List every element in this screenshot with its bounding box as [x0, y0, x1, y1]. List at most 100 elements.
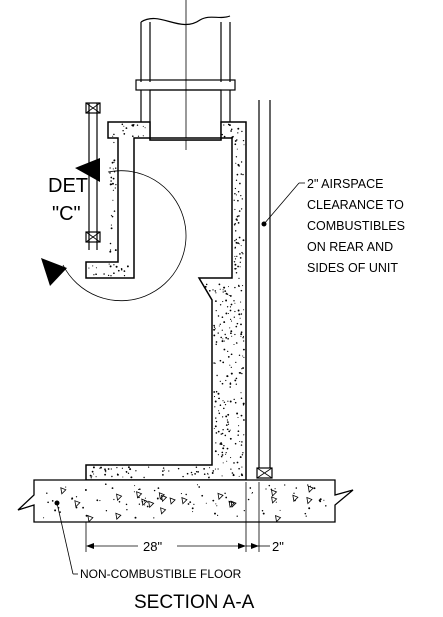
- concrete-speck: [233, 462, 235, 464]
- concrete-speck: [215, 310, 217, 312]
- slab-speck: [201, 494, 204, 497]
- concrete-speck: [240, 335, 242, 337]
- slab-speck: [65, 486, 67, 488]
- concrete-speck: [240, 414, 243, 417]
- concrete-speck: [235, 194, 237, 196]
- concrete-speck: [123, 274, 126, 277]
- slab-speck: [138, 488, 140, 490]
- concrete-speck: [237, 242, 240, 245]
- concrete-speck: [112, 183, 114, 185]
- concrete-speck: [240, 397, 243, 399]
- concrete-speck: [110, 468, 112, 470]
- concrete-speck: [237, 127, 240, 130]
- concrete-speck: [223, 401, 226, 404]
- concrete-speck: [191, 474, 193, 476]
- concrete-speck: [92, 466, 95, 469]
- concrete-speck: [221, 454, 224, 456]
- slab-speck: [309, 485, 312, 487]
- concrete-speck: [230, 318, 232, 320]
- concrete-speck: [229, 327, 231, 329]
- concrete-speck: [215, 292, 217, 294]
- concrete-speck: [235, 383, 237, 385]
- slab-speck: [146, 501, 149, 503]
- concrete-speck: [142, 135, 144, 137]
- concrete-speck: [123, 125, 125, 127]
- slab-speck: [153, 517, 155, 519]
- concrete-speck: [215, 420, 218, 423]
- detail-label-line2: "C": [52, 203, 81, 225]
- concrete-speck: [219, 359, 222, 362]
- concrete-speck: [113, 161, 115, 163]
- concrete-speck: [109, 167, 111, 169]
- concrete-speck: [110, 275, 112, 277]
- slab-aggregate: [116, 493, 123, 501]
- concrete-speck: [109, 172, 111, 174]
- concrete-speck: [107, 274, 110, 277]
- concrete-speck: [204, 285, 207, 288]
- concrete-speck: [235, 377, 238, 380]
- concrete-speck: [123, 270, 126, 272]
- concrete-speck: [221, 133, 223, 136]
- concrete-speck: [234, 310, 236, 313]
- concrete-speck: [234, 193, 236, 195]
- concrete-speck: [235, 156, 238, 158]
- detail-arrow-bottom-icon: [41, 258, 67, 286]
- concrete-speck: [235, 162, 237, 164]
- concrete-speck: [223, 407, 225, 410]
- slab-aggregate: [60, 487, 67, 495]
- concrete-speck: [240, 195, 242, 197]
- slab-speck: [268, 484, 271, 487]
- concrete-speck: [208, 289, 211, 292]
- detail-callout: DET "C": [41, 158, 187, 302]
- concrete-speck: [104, 469, 107, 472]
- slab-speck: [85, 514, 88, 517]
- concrete-speck: [214, 450, 217, 453]
- concrete-speck: [225, 379, 227, 382]
- concrete-speck: [222, 428, 224, 431]
- concrete-speck: [227, 350, 229, 353]
- concrete-speck: [223, 124, 225, 126]
- slab-speck: [217, 514, 219, 516]
- concrete-speck: [93, 274, 95, 276]
- slab-aggregate: [307, 485, 314, 493]
- concrete-speck: [225, 424, 228, 426]
- concrete-speck: [116, 467, 118, 469]
- slab-speck: [187, 503, 190, 505]
- concrete-speck: [225, 299, 228, 302]
- concrete-speck: [241, 454, 244, 456]
- slab-aggregate: [271, 496, 278, 504]
- concrete-speck: [233, 199, 235, 201]
- concrete-speck: [235, 179, 238, 181]
- concrete-speck: [216, 374, 218, 377]
- floor-texture: [43, 483, 327, 523]
- slab-speck: [216, 505, 218, 507]
- concrete-speck: [243, 144, 245, 146]
- concrete-speck: [231, 335, 233, 337]
- slab-speck: [59, 511, 61, 513]
- concrete-speck: [240, 313, 243, 315]
- concrete-speck: [162, 470, 164, 472]
- concrete-speck: [233, 300, 235, 302]
- slab-aggregate: [160, 507, 167, 515]
- slab-speck: [224, 492, 226, 495]
- concrete-speck: [113, 272, 115, 275]
- concrete-speck: [223, 444, 225, 447]
- concrete-speck: [237, 430, 240, 433]
- concrete-speck: [221, 382, 224, 385]
- slab-speck: [47, 501, 49, 504]
- concrete-speck: [225, 453, 227, 455]
- concrete-speck: [168, 470, 170, 472]
- slab-speck: [249, 487, 252, 489]
- concrete-speck: [110, 224, 112, 226]
- concrete-speck: [233, 261, 236, 263]
- concrete-speck: [115, 265, 118, 268]
- slab-speck: [46, 492, 48, 494]
- concrete-speck: [221, 475, 223, 477]
- slab-speck: [104, 483, 107, 486]
- dimension-lines: 28" 2": [85, 482, 284, 554]
- concrete-speck: [242, 285, 244, 287]
- slab-aggregate: [181, 497, 188, 505]
- concrete-speck: [227, 400, 229, 402]
- concrete-speck: [230, 372, 233, 375]
- concrete-speck: [91, 470, 94, 473]
